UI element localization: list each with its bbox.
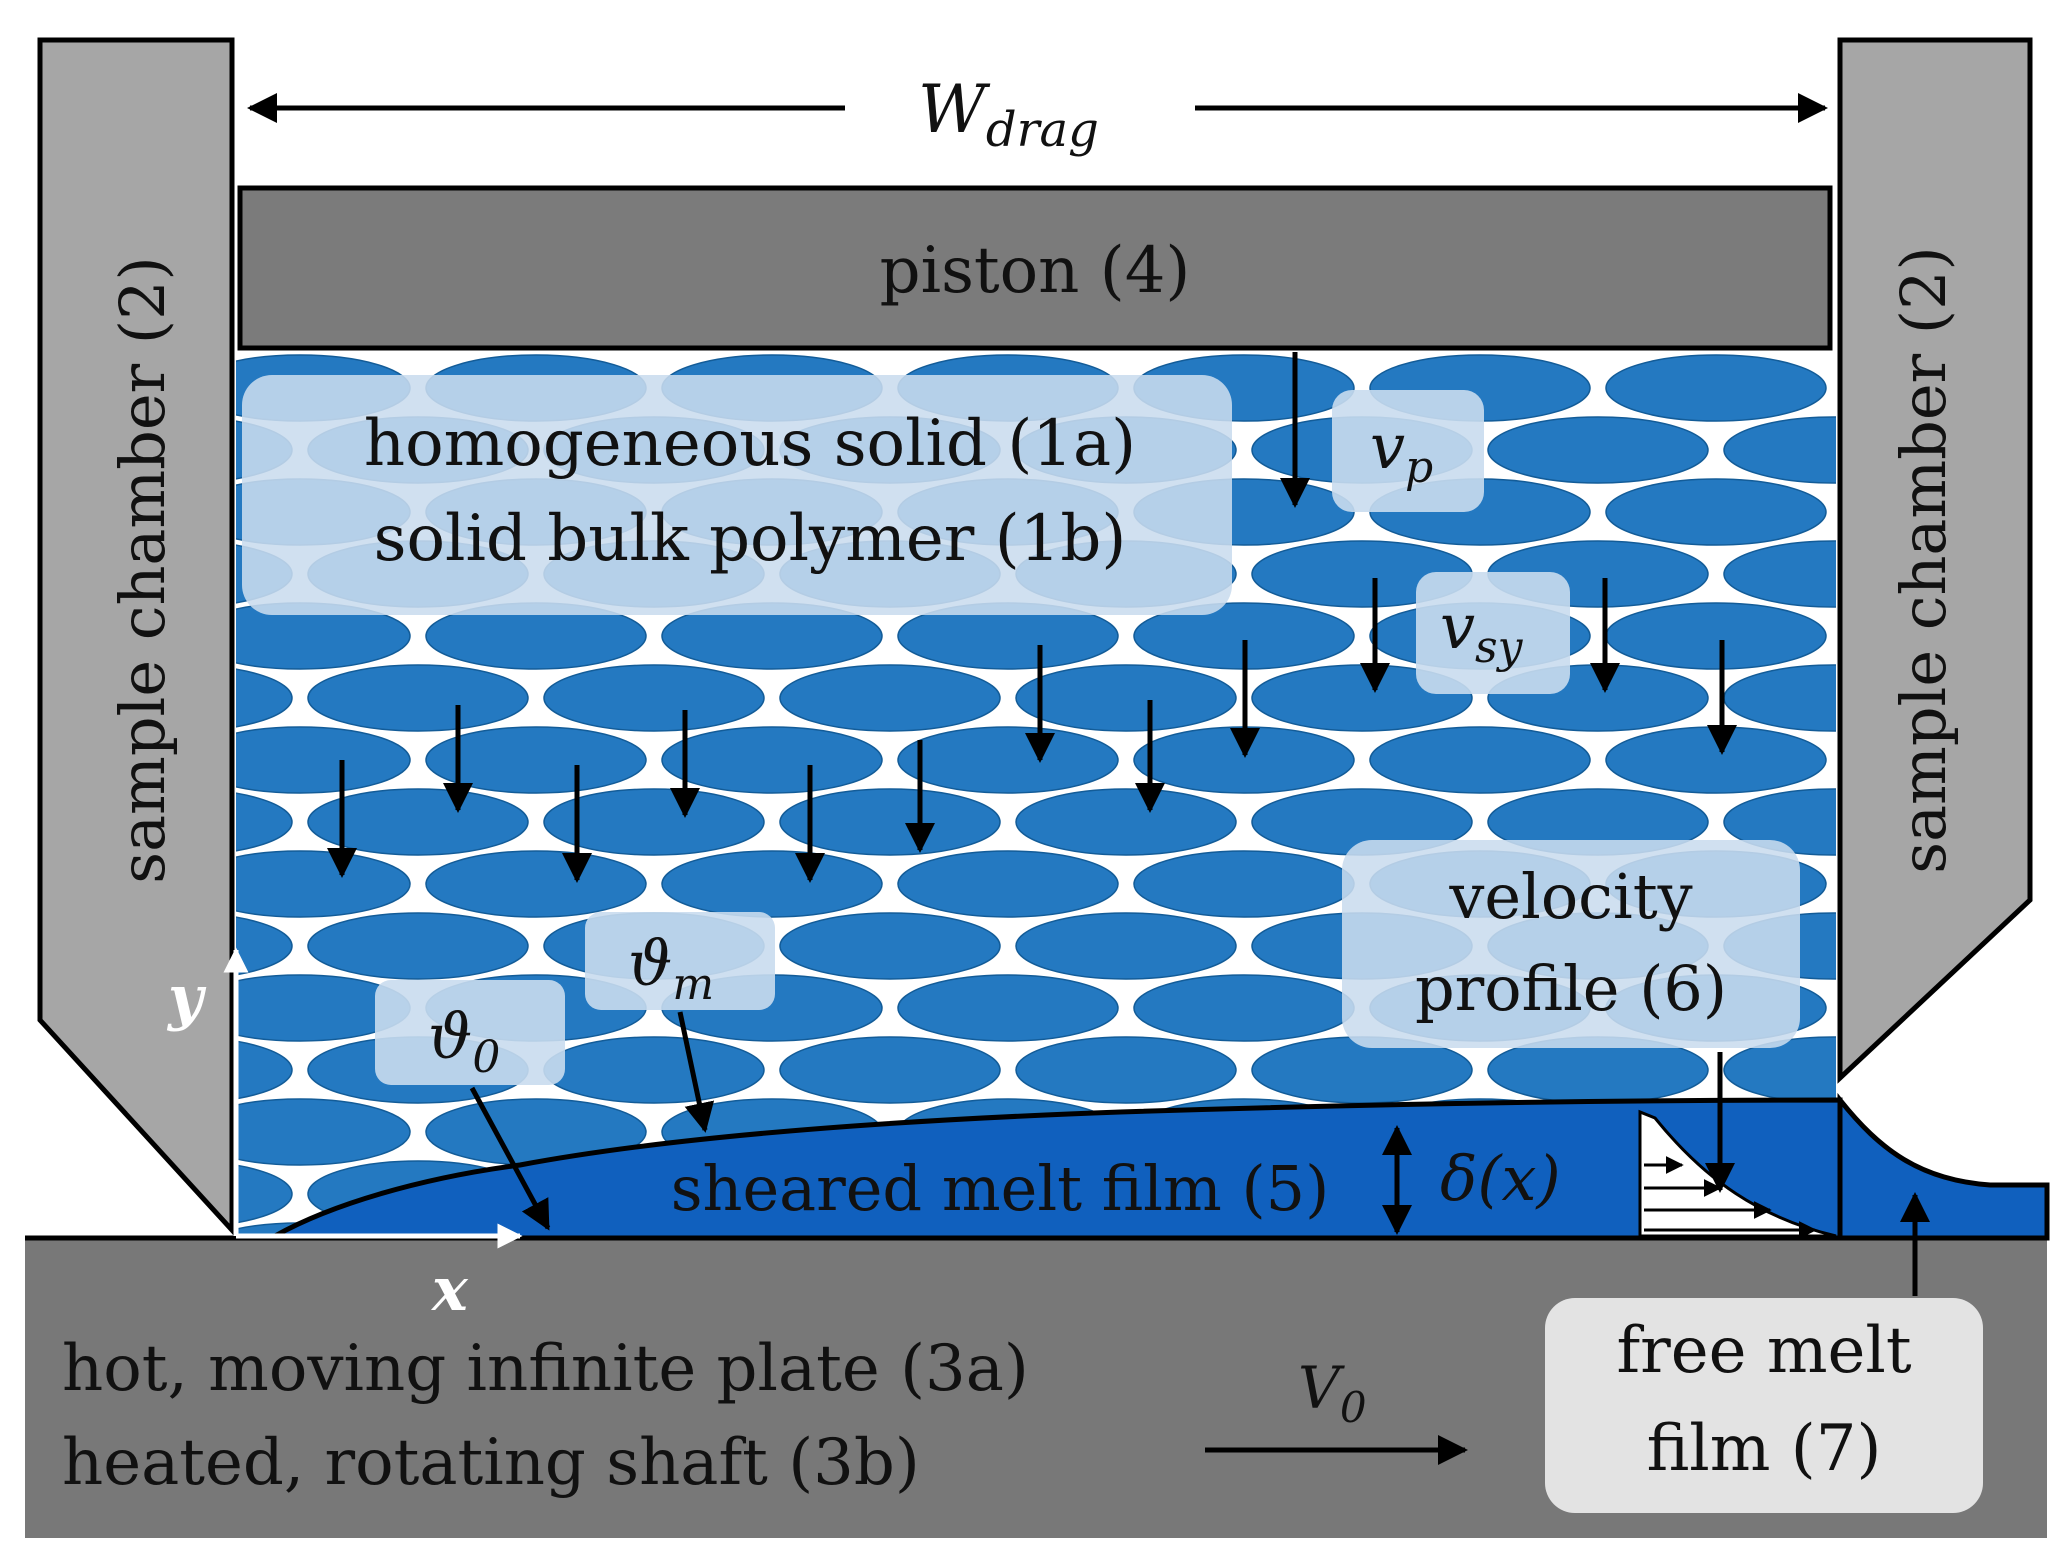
piston-label: piston (4) — [880, 234, 1191, 308]
polymer-pellet — [661, 726, 883, 794]
polymer-pellet — [307, 788, 529, 856]
polymer-pellet — [779, 912, 1001, 980]
velocity-profile-label-line2: profile (6) — [1415, 952, 1727, 1025]
sample-chamber-left — [37, 37, 235, 1237]
vp-label: v — [1370, 410, 1405, 483]
velocity-profile-label-box — [1342, 840, 1800, 1048]
polymer-pellet — [1960, 1037, 2064, 1103]
svg-text:ϑ0: ϑ0 — [428, 1000, 500, 1083]
sheared-melt-film — [272, 1097, 1843, 1241]
polymer-pellet — [543, 788, 765, 856]
polymer-pellet — [307, 912, 529, 980]
theta-m-label: ϑ — [628, 927, 672, 1000]
v0-label: V — [1298, 1354, 1345, 1422]
melt-film-label: sheared melt film (5) — [671, 1152, 1330, 1225]
polymer-pellet — [236, 1098, 411, 1166]
polymer-pellet — [897, 726, 1119, 794]
x-axis-label: x — [430, 1255, 469, 1325]
polymer-pellet — [1015, 912, 1237, 980]
polymer-pellet — [543, 1036, 765, 1104]
theta-m-subscript: m — [672, 959, 714, 1010]
velocity-profile-area — [1638, 1109, 1837, 1238]
svg-text:vsy: vsy — [1440, 590, 1524, 673]
polymer-pellet — [1133, 850, 1355, 918]
polymer-pellet — [236, 1040, 293, 1100]
polymer-pellet — [897, 974, 1119, 1042]
velocity-profile-label-line1: velocity — [1448, 860, 1692, 933]
polymer-pellet — [236, 668, 293, 728]
polymer-pellet — [1723, 540, 1836, 608]
polymer-pellet — [307, 664, 529, 732]
sample-chamber-right-label: sample chamber (2) — [1887, 246, 1960, 873]
theta-m-label-box — [585, 912, 775, 1010]
solid-label-box — [242, 375, 1232, 615]
polymer-pellet — [425, 726, 647, 794]
polymer-pellet — [1605, 726, 1827, 794]
free-melt-label-line2: film (7) — [1647, 1412, 1882, 1486]
v0-subscript: 0 — [1340, 1383, 1367, 1432]
polymer-pellet — [1015, 1036, 1237, 1104]
polymer-pellet — [1369, 726, 1591, 794]
polymer-pellet — [1133, 974, 1355, 1042]
polymer-pellet — [1015, 788, 1237, 856]
y-axis-label: y — [166, 963, 207, 1033]
w-drag-dimension: Wdrag — [247, 71, 1828, 158]
polymer-pellet — [236, 1164, 293, 1224]
vsy-subscript: sy — [1475, 622, 1524, 673]
theta-0-label-box — [375, 980, 565, 1085]
plate-label-line1: hot, moving infinite plate (3a) — [62, 1332, 1029, 1406]
polymer-pellet — [1723, 788, 1836, 856]
vsy-label: v — [1440, 590, 1475, 663]
vp-label-box — [1332, 390, 1484, 512]
polymer-pellet — [661, 850, 883, 918]
polymer-pellet — [1605, 602, 1827, 670]
polymer-pellet — [1605, 478, 1827, 546]
svg-text:V0: V0 — [1298, 1354, 1367, 1432]
polymer-pellet — [425, 850, 647, 918]
polymer-pellet — [236, 792, 293, 852]
vp-subscript: p — [1405, 442, 1433, 493]
polymer-pellet — [1605, 354, 1827, 422]
free-melt-film — [1837, 1092, 2050, 1241]
solid-velocity-arrows — [327, 352, 1737, 883]
polymer-pellet — [897, 850, 1119, 918]
free-melt-label-line1: free melt — [1616, 1314, 1911, 1388]
polymer-pellet — [236, 916, 293, 976]
free-melt-label-box — [1545, 1298, 1983, 1513]
polymer-pellet — [1487, 416, 1709, 484]
polymer-pellet — [1723, 416, 1836, 484]
vsy-label-box — [1416, 572, 1570, 694]
polymer-pellet — [236, 726, 411, 794]
w-drag-subscript: drag — [986, 102, 1099, 158]
theta-0-label: ϑ — [428, 1000, 472, 1073]
theta-m-pointer — [677, 1011, 715, 1133]
polymer-pellet — [543, 664, 765, 732]
solid-label-line2: solid bulk polymer (1b) — [374, 502, 1127, 576]
polymer-pellet — [779, 664, 1001, 732]
solid-label-line1: homogeneous solid (1a) — [364, 407, 1136, 481]
theta-0-subscript: 0 — [472, 1032, 500, 1083]
w-drag-label: W — [918, 71, 991, 148]
svg-text:Wdrag: Wdrag — [918, 71, 1099, 158]
polymer-pellet — [779, 788, 1001, 856]
polymer-pellet — [779, 1036, 1001, 1104]
sample-chamber-left-label: sample chamber (2) — [106, 256, 179, 883]
polymer-pellet — [1015, 664, 1237, 732]
plate-label-line2: heated, rotating shaft (3b) — [62, 1426, 920, 1500]
sample-chamber-right — [1837, 37, 2033, 1084]
theta-0-pointer — [469, 1086, 551, 1231]
polymer-pellet — [236, 850, 411, 918]
svg-text:vp: vp — [1370, 410, 1433, 493]
svg-text:ϑm: ϑm — [628, 927, 714, 1010]
delta-label: δ(x) — [1440, 1142, 1561, 1215]
piston — [237, 185, 1833, 351]
